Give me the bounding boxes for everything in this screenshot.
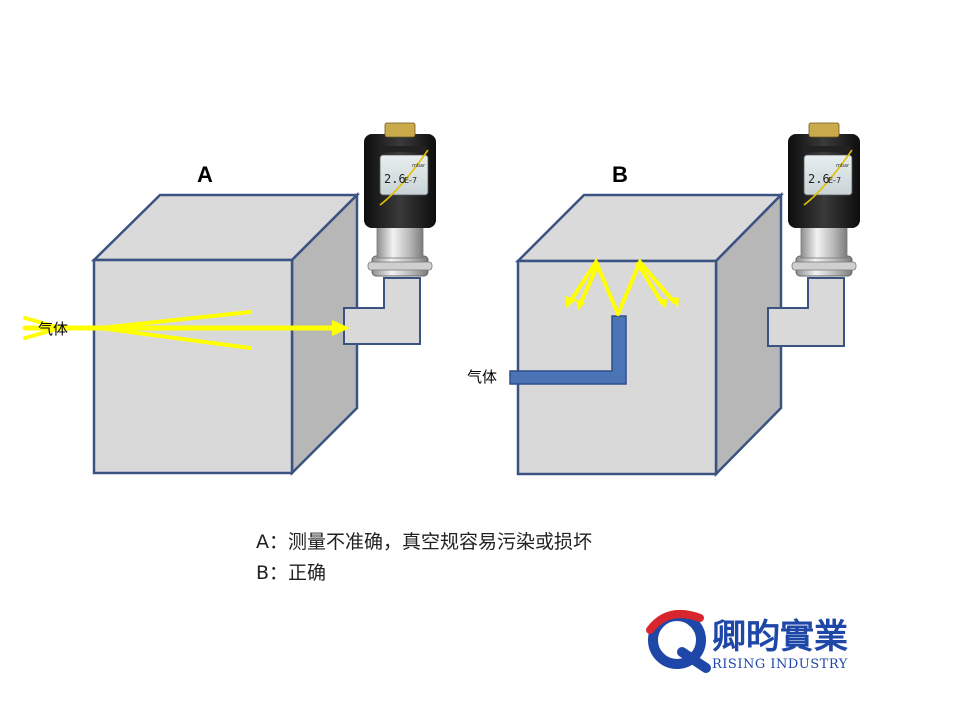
chamber-a-front: [92, 258, 294, 475]
vacuum-chamber-a: [90, 191, 361, 477]
panel-a: A 气体: [22, 122, 436, 477]
vacuum-gauge-a: 2.6 E-7 mbar: [364, 122, 436, 277]
vacuum-chamber-b: [514, 191, 784, 478]
gas-label-b: 气体: [467, 368, 497, 386]
gas-inlet-pipe-b: [509, 315, 627, 385]
panel-b: B 气体: [467, 122, 860, 478]
gauge-a-unit: mbar: [412, 163, 426, 169]
panel-a-label: A: [197, 162, 213, 187]
vacuum-gauge-b: 2.6 E-7 mbar: [788, 122, 860, 277]
gauge-b-unit: mbar: [836, 163, 850, 169]
gauge-b-screen: [803, 154, 853, 196]
elbow-port-b: [767, 277, 845, 347]
logo-name-cn: 卿昀實業: [712, 617, 848, 657]
company-logo: 卿昀實業 RISING INDUSTRY: [646, 610, 848, 673]
gas-reflection-arrows-b: [566, 257, 679, 316]
gauge-a-reading: 2.6: [384, 172, 406, 186]
caption-line-b: B：正确: [256, 562, 327, 584]
gas-flow-arrows-a: [22, 310, 350, 350]
logo-mark-icon: [646, 610, 711, 673]
gauge-a-screen: [379, 154, 429, 196]
panel-b-label: B: [612, 162, 628, 187]
gauge-b-exponent: E-7: [828, 176, 841, 185]
gas-label-a: 气体: [38, 320, 68, 338]
logo-name-en: RISING INDUSTRY: [712, 657, 848, 672]
elbow-port-a: [343, 277, 421, 345]
gauge-a-exponent: E-7: [404, 176, 417, 185]
caption-line-a: A：测量不准确，真空规容易污染或损坏: [256, 531, 592, 553]
gauge-b-reading: 2.6: [808, 172, 830, 186]
